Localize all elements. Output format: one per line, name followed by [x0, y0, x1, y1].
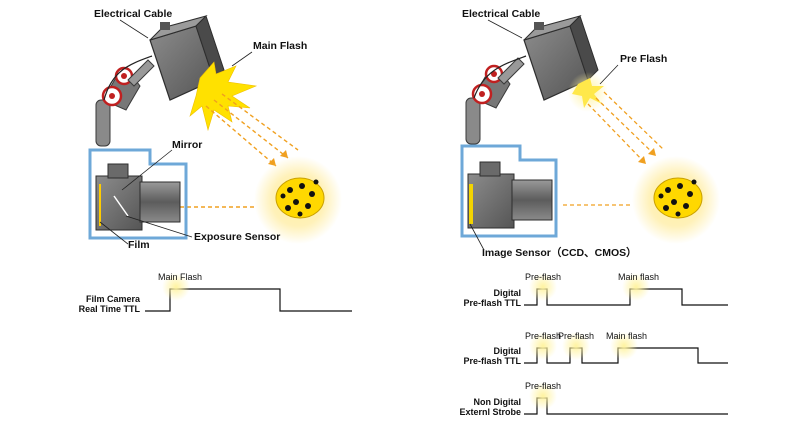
boxfish [275, 177, 325, 219]
label-main-flash: Main Flash [253, 40, 307, 52]
label-film: Film [128, 239, 150, 251]
pulse-label: Pre-flash [525, 381, 561, 391]
flash-glow [529, 273, 557, 301]
flash-glow [529, 332, 557, 360]
image-sensor [469, 184, 473, 224]
right-panel: Electrical Cable Pre Flash Image Sensor（… [460, 8, 720, 259]
timing-row-sublabel: Externl Strobe [459, 407, 521, 417]
label-mirror: Mirror [172, 139, 202, 151]
label-exposure-sensor: Exposure Sensor [194, 231, 280, 243]
pulse-label: Main Flash [158, 272, 202, 282]
strobe-head [149, 15, 225, 101]
flash-glow [562, 332, 590, 360]
electrical-cable-right [473, 55, 527, 99]
timing-row-sublabel: Pre-flash TTL [463, 356, 521, 366]
boxfish-right [653, 177, 703, 219]
timing-row-sublabel: Real Time TTL [79, 304, 141, 314]
pulse-label: Pre-flash [525, 331, 561, 341]
housing-outline-right [460, 144, 558, 238]
timing-row-sublabel: Pre-flash TTL [463, 298, 521, 308]
pulse-label: Main flash [606, 331, 647, 341]
label-electrical-cable-right: Electrical Cable [462, 8, 540, 20]
timing-waveform [145, 288, 352, 312]
label-pre-flash: Pre Flash [620, 53, 667, 65]
label-electrical-cable: Electrical Cable [94, 8, 172, 20]
pulse-label: Pre-flash [525, 272, 561, 282]
flash-glow [162, 273, 190, 301]
timing-row-label: Film Camera [86, 294, 141, 304]
flash-glow [622, 273, 650, 301]
timing-row-label: Digital [493, 346, 521, 356]
camera-body [95, 163, 181, 231]
pulse-label: Main flash [618, 272, 659, 282]
electrical-cable [103, 55, 153, 101]
left-panel: Electrical Cable Main Flash Mirror Film … [88, 8, 342, 251]
pulse-label: Pre-flash [558, 331, 594, 341]
flash-beams [205, 93, 299, 167]
strobe-arm [95, 59, 155, 147]
timing-row-label: Non Digital [474, 397, 522, 407]
label-image-sensor: Image Sensor（CCD、CMOS） [482, 246, 637, 259]
flash-glow [610, 332, 638, 360]
flash-glow [529, 382, 557, 410]
camera-body-right [467, 161, 553, 229]
housing-outline [88, 148, 188, 240]
strobe-arm-right [465, 57, 525, 145]
timing-row-label: Digital [493, 288, 521, 298]
